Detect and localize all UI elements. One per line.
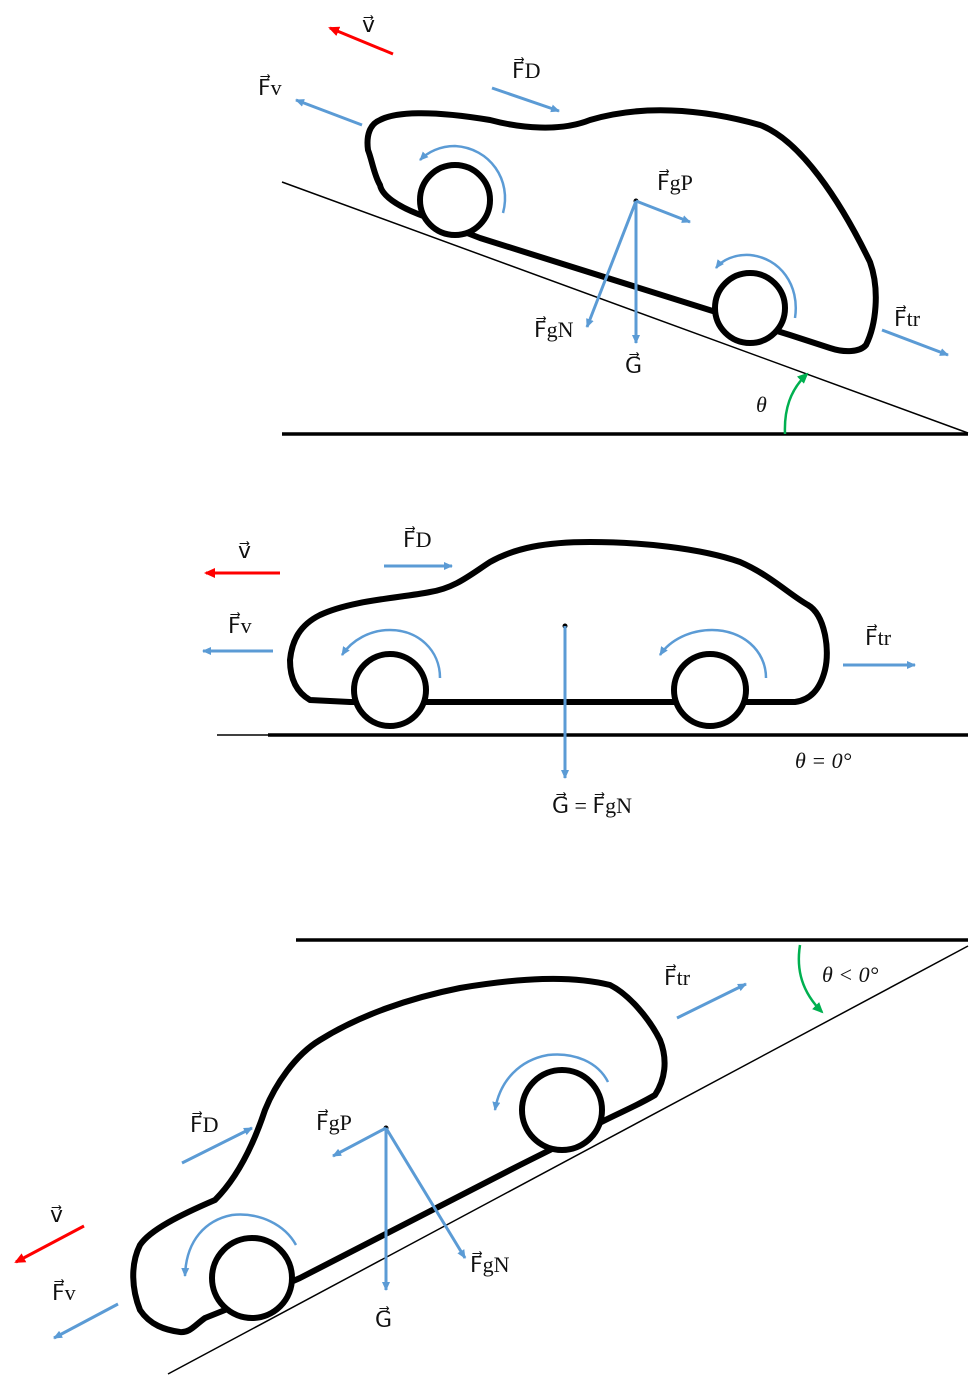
rear-wheel [712,270,788,346]
drag-arrow-fd [181,1126,253,1165]
label-fgp: F⃗gP [657,169,693,195]
rear-wheel [519,1067,605,1153]
rear-wheel-rotation-arrow [715,253,798,319]
friction-arrow-fv [53,1302,119,1340]
normal-component-arrow-fgn [384,1127,467,1259]
label-theta: θ [756,392,767,417]
label-fv: F⃗v [258,74,282,100]
label-fd: F⃗D [190,1111,219,1137]
parallel-component-arrow-fgp [332,1126,387,1158]
panel-downhill: v⃗ F⃗v F⃗D F⃗gP F⃗gN G⃗ F⃗tr θ [258,12,969,436]
label-fv: F⃗v [52,1279,76,1305]
label-g: G⃗ [375,1306,392,1332]
slope-line [281,181,969,434]
friction-arrow-fv [295,98,363,127]
traction-arrow-ftr [881,328,949,357]
label-g: G⃗ [625,352,642,378]
car-body [364,107,879,355]
angle-arc [797,944,824,1014]
rear-wheel-rotation-arrow [658,628,768,679]
label-fd: F⃗D [403,526,432,552]
slope-line [167,945,969,1375]
label-fd: F⃗D [512,57,541,83]
label-v: v⃗ [50,1202,63,1227]
rear-wheel-rotation-arrow [492,1053,610,1111]
velocity-arrow [328,26,394,56]
label-theta: θ < 0° [822,962,879,987]
label-g-equals-fgn: G⃗ = F⃗gN [552,792,632,818]
front-wheel [209,1235,295,1321]
front-wheel-rotation-arrow [419,144,507,214]
label-fgn: F⃗gN [470,1251,510,1277]
front-wheel [417,162,493,238]
normal-component-arrow-fgn [585,200,638,328]
label-v: v⃗ [362,12,375,37]
label-v: v⃗ [238,538,251,563]
velocity-arrow [14,1224,85,1264]
parallel-component-arrow-fgp [635,199,691,224]
label-ftr: F⃗tr [664,964,691,990]
angle-arc [783,372,809,435]
label-ftr: F⃗tr [894,305,921,331]
front-wheel-rotation-arrow [340,628,442,679]
front-wheel-rotation-arrow [181,1213,298,1277]
traction-arrow-ftr [676,982,747,1020]
label-fgp: F⃗gP [316,1109,352,1135]
label-ftr: F⃗tr [865,624,892,650]
label-fv: F⃗v [228,612,252,638]
rear-wheel [671,651,749,729]
label-theta: θ = 0° [795,748,852,773]
car-body [287,539,830,705]
drag-arrow-fd [491,86,560,113]
car-body [130,975,668,1336]
front-wheel [351,651,429,729]
label-fgn: F⃗gN [534,316,574,342]
panel-level: v⃗ F⃗v F⃗D F⃗tr G⃗ = F⃗gN θ = 0° [202,526,968,818]
panel-uphill: v⃗ F⃗v F⃗D F⃗gP F⃗gN G⃗ F⃗tr θ < 0° [14,938,969,1375]
